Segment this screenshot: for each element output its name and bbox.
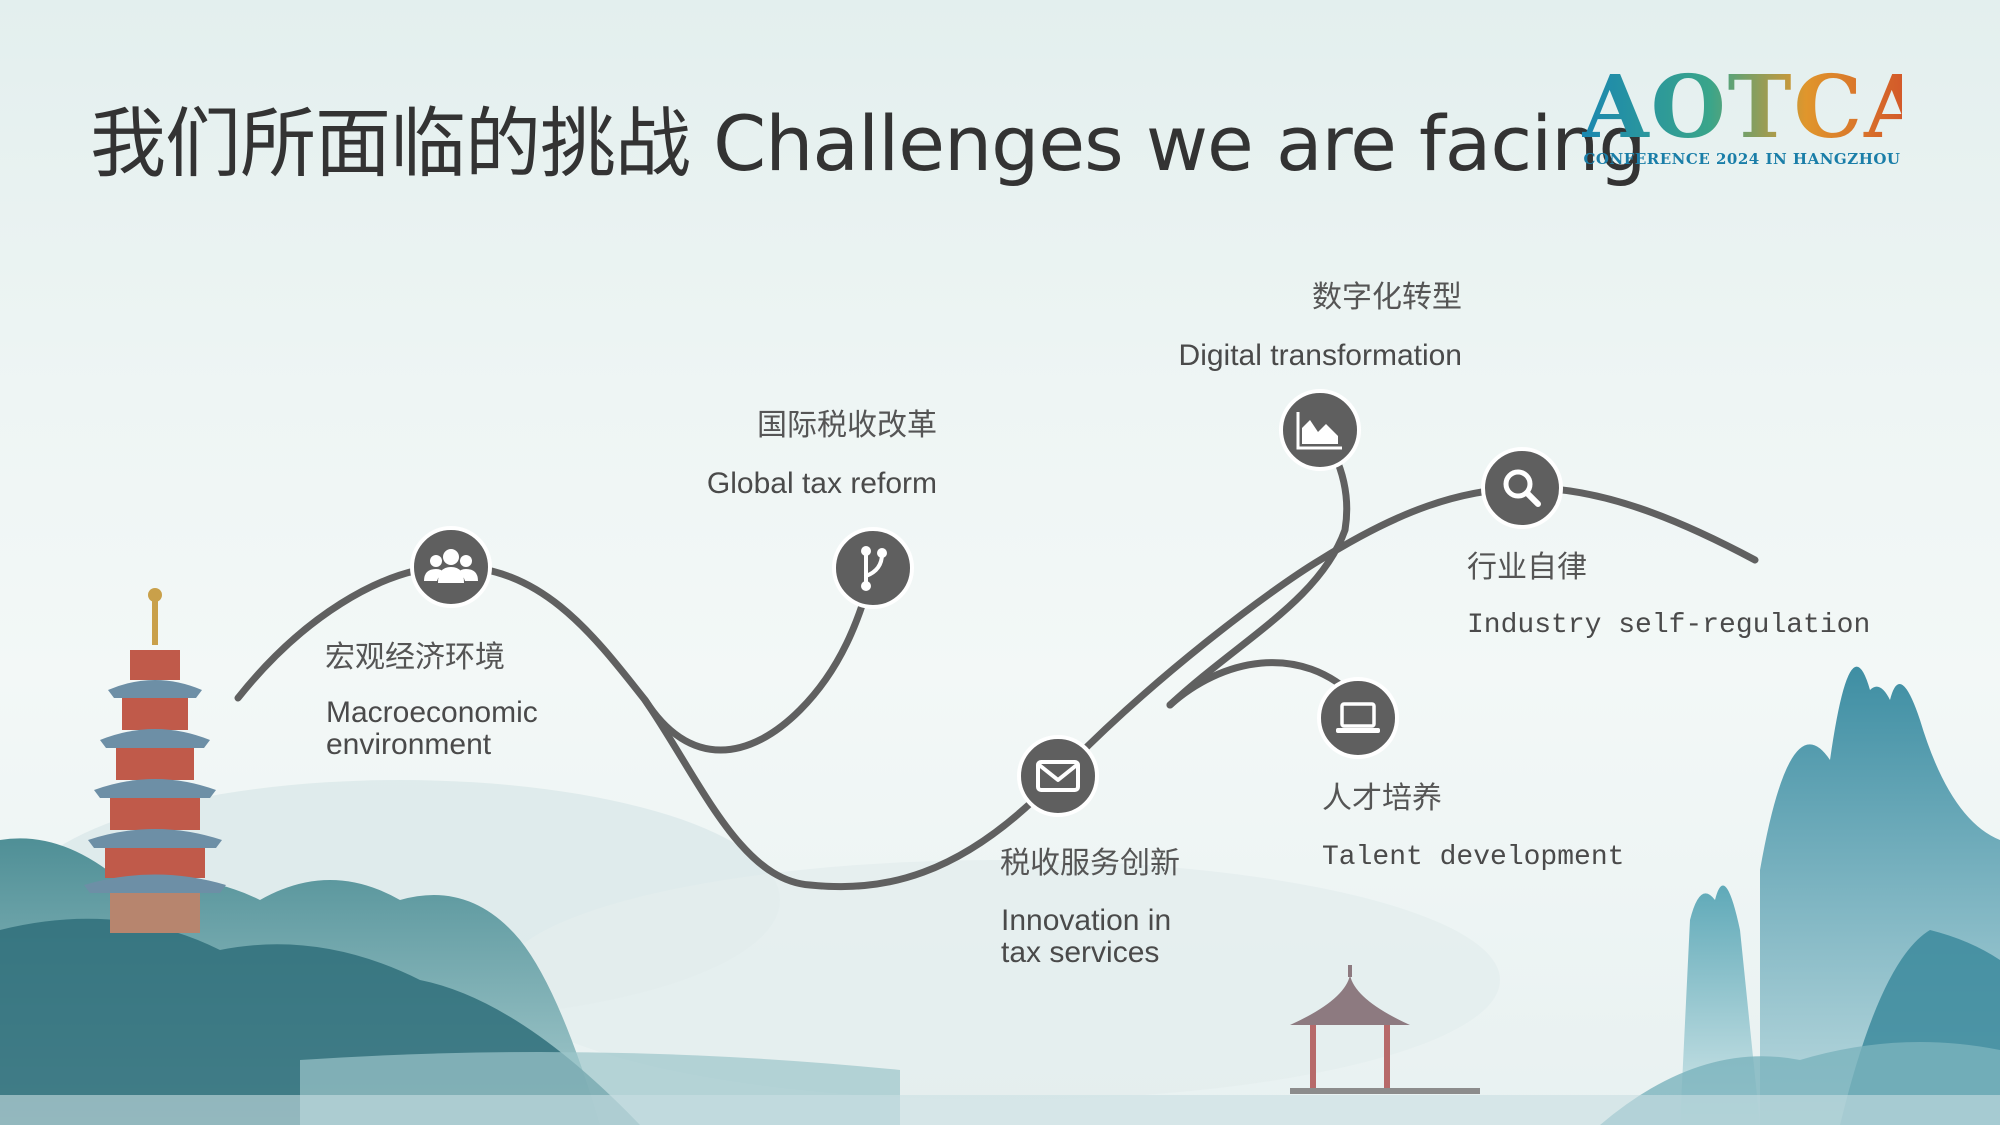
aotca-logo: AOTCA CONFERENCE 2024 IN HANGZHOU [1582, 57, 1933, 169]
laptop-icon [1317, 677, 1399, 759]
pavilion-illustration [1290, 965, 1480, 1094]
label-innovation-en-line2: tax services [1001, 936, 1160, 969]
people-group-icon [410, 526, 492, 608]
label-global-zh: 国际税收改革 [757, 408, 937, 443]
label-industry-zh: 行业自律 [1467, 550, 1587, 585]
label-macro-zh: 宏观经济环境 [325, 640, 505, 675]
label-macro-en: Macroeconomic environment [326, 697, 538, 761]
pagoda-illustration [84, 588, 226, 933]
path-branch-global [641, 564, 877, 754]
page-title: 我们所面临的挑战 Challenges we are facing [90, 99, 1647, 188]
label-talent-en: Talent development [1322, 842, 1625, 873]
label-innovation-en-line1: Innovation in [1001, 904, 1172, 937]
label-digital-en: Digital transformation [1178, 339, 1462, 372]
label-industry-en: Industry self-regulation [1467, 610, 1871, 641]
logo-wordmark: AOTCA [1582, 57, 1933, 158]
label-talent-zh: 人才培养 [1322, 781, 1442, 816]
path-branch-talent [1166, 659, 1362, 709]
branch-icon [832, 527, 914, 609]
search-icon [1481, 447, 1563, 529]
area-chart-icon [1279, 389, 1361, 471]
label-macro-en-line1: Macroeconomic [326, 696, 538, 729]
logo-subtitle: CONFERENCE 2024 IN HANGZHOU [1583, 150, 1901, 168]
path-branch-digital [1166, 426, 1351, 709]
label-innovation-en: Innovation in tax services [1001, 905, 1171, 969]
label-global-en: Global tax reform [706, 467, 937, 500]
label-digital-zh: 数字化转型 [1312, 280, 1462, 315]
label-macro-en-line2: environment [326, 728, 492, 761]
envelope-icon [1017, 735, 1099, 817]
label-innovation-zh: 税收服务创新 [1000, 846, 1180, 881]
